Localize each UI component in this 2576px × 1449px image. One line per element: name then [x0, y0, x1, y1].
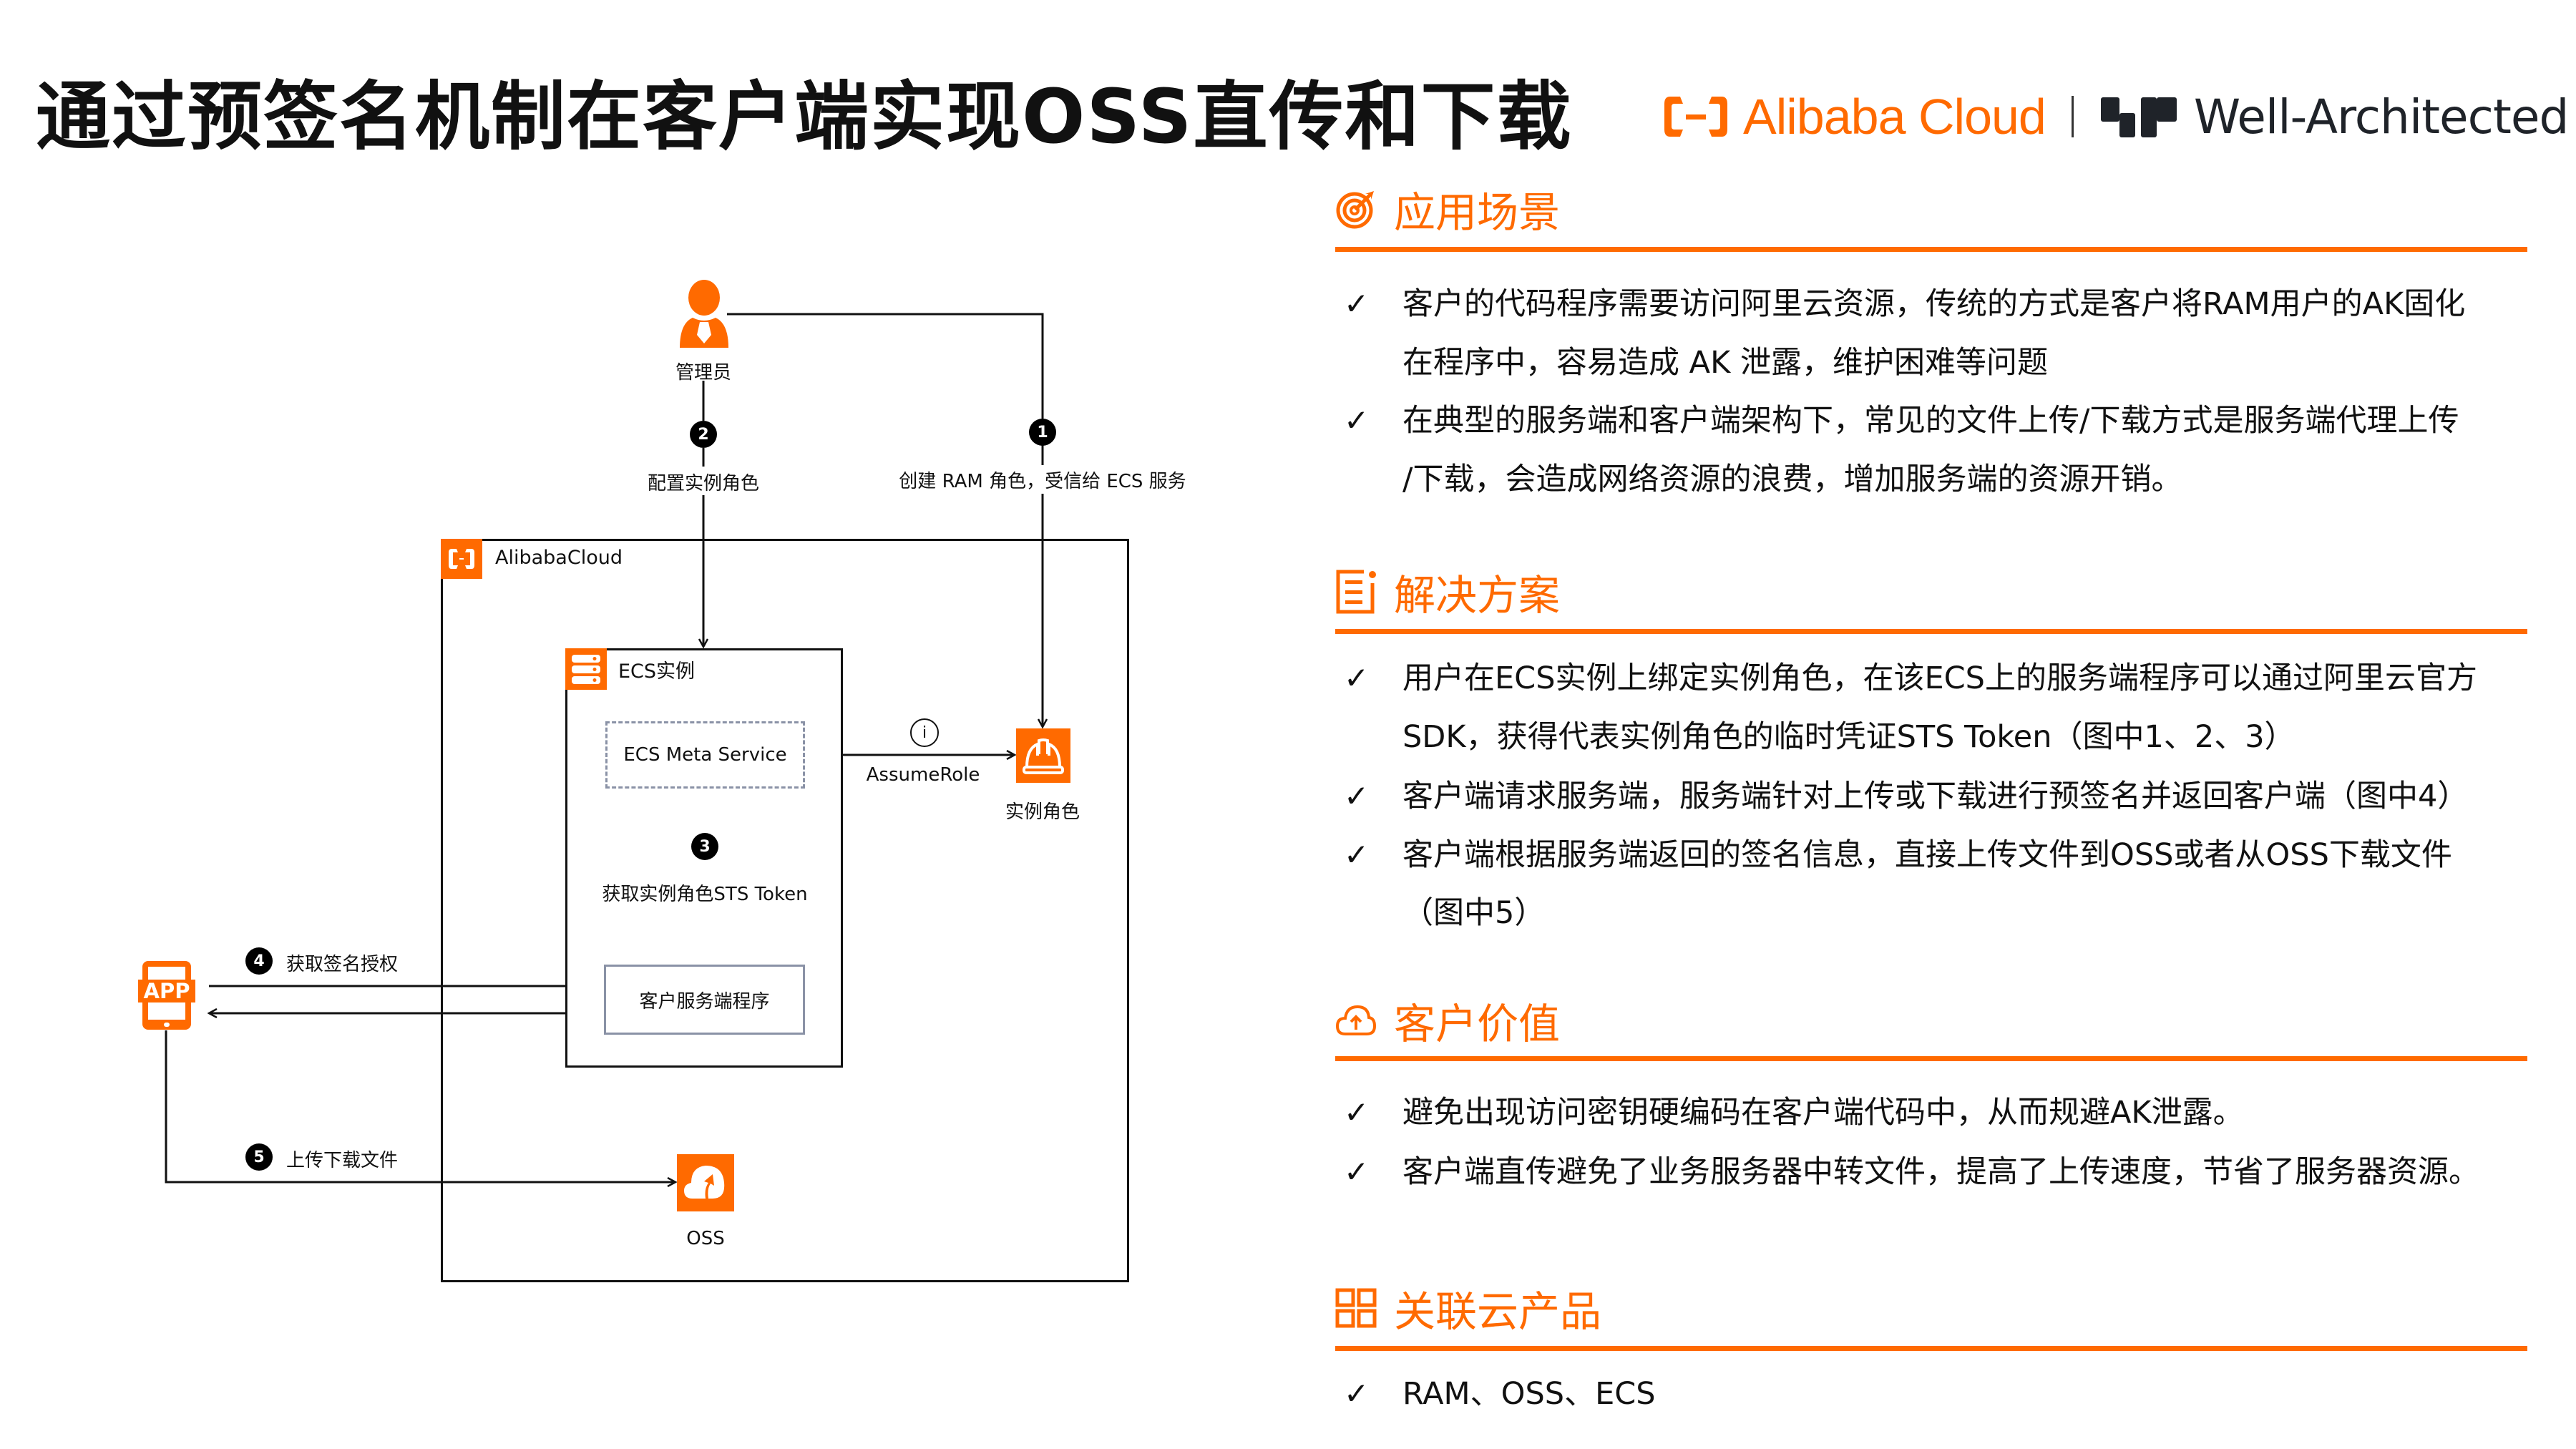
checkmark-icon: ✓ [1344, 403, 1370, 438]
document-icon [1336, 570, 1376, 614]
ecs-meta-service-box: ECS Meta Service [605, 721, 805, 789]
list-item: ✓避免出现访问密钥硬编码在客户端代码中，从而规避AK泄露。 [1344, 1083, 2244, 1142]
ecs-server-icon [565, 648, 607, 690]
section-divider [1335, 247, 2527, 252]
well-architected-logo-icon [2100, 97, 2177, 137]
checkmark-icon: ✓ [1344, 1376, 1370, 1411]
customer-server-app-box: 客户服务端程序 [604, 965, 805, 1035]
checkmark-icon: ✓ [1344, 1095, 1370, 1130]
oss-label: OSS [686, 1228, 725, 1249]
checkmark-icon: ✓ [1344, 286, 1370, 321]
mobile-app-icon: APP [138, 961, 195, 1030]
section-title: 关联云产品 [1394, 1287, 1602, 1336]
list-item: ✓RAM、OSS、ECS [1344, 1365, 1656, 1423]
page-title: 通过预签名机制在客户端实现OSS直传和下载 [36, 73, 1573, 160]
step-badge-4: 4 [245, 947, 273, 975]
ecs-group-label: ECS实例 [618, 660, 696, 683]
step3-label: 获取实例角色STS Token [602, 884, 808, 905]
cloud-upload-icon [1335, 1005, 1377, 1035]
oss-storage-icon [677, 1154, 734, 1211]
list-item-continuation: 在程序中，容易造成 AK 泄露，维护困难等问题 [1402, 345, 2048, 381]
section-heading-value: 客户价值 [1335, 990, 1560, 1050]
list-item: ✓客户端请求服务端，服务端针对上传或下载进行预签名并返回客户端（图中4） [1344, 767, 2468, 826]
instance-role-helmet-icon [1016, 728, 1070, 783]
section-title: 客户价值 [1394, 1000, 1561, 1048]
alibaba-cloud-group-label: AlibabaCloud [495, 547, 623, 569]
step1-label: 创建 RAM 角色，受信给 ECS 服务 [899, 471, 1186, 492]
list-item: ✓在典型的服务端和客户端架构下，常见的文件上传/下载方式是服务端代理上传 [1344, 391, 2459, 450]
checkmark-icon: ✓ [1344, 1154, 1370, 1189]
target-icon [1336, 191, 1374, 229]
section-divider [1335, 1056, 2527, 1061]
list-item: ✓客户的代码程序需要访问阿里云资源，传统的方式是客户将RAM用户的AK固化 [1344, 275, 2465, 333]
list-item: ✓用户在ECS实例上绑定实例角色，在该ECS上的服务端程序可以通过阿里云官方 [1344, 649, 2477, 708]
checkmark-icon: ✓ [1344, 660, 1370, 696]
alibaba-cloud-logo-icon [1664, 97, 1727, 137]
section-heading-solution: 解决方案 [1335, 562, 1560, 622]
list-item: ✓客户端直传避免了业务服务器中转文件，提高了上传速度，节省了服务器资源。 [1344, 1143, 2479, 1201]
assume-role-label: AssumeRole [866, 764, 980, 786]
section-divider [1335, 1346, 2527, 1351]
list-item-continuation: /下载，会造成网络资源的浪费，增加服务端的资源开销。 [1402, 462, 2182, 497]
brand-logo: Alibaba Cloud Well-Architected [1662, 84, 2569, 149]
step-badge-3: 3 [691, 833, 718, 860]
list-item: ✓客户端根据服务端返回的签名信息，直接上传文件到OSS或者从OSS下载文件 [1344, 826, 2452, 884]
alibaba-cloud-group-icon [441, 539, 482, 579]
grid-icon [1335, 1288, 1377, 1328]
meta-service-label: ECS Meta Service [623, 744, 787, 766]
connector-step1 [727, 313, 1044, 419]
instance-role-label: 实例角色 [1005, 801, 1080, 823]
list-item-continuation: SDK，获得代表实例角色的临时凭证STS Token（图中1、2、3） [1402, 719, 2296, 755]
alibaba-cloud-group [441, 539, 1129, 1282]
brand-divider [2071, 96, 2074, 137]
admin-user-icon [680, 280, 728, 348]
section-divider [1335, 629, 2527, 634]
list-item-continuation: （图中5） [1402, 895, 1546, 931]
step5-label: 上传下载文件 [286, 1150, 399, 1171]
admin-label: 管理员 [675, 362, 732, 384]
step-badge-2: 2 [690, 421, 717, 448]
server-app-label: 客户服务端程序 [639, 990, 770, 1013]
step-badge-1: 1 [1029, 419, 1056, 446]
section-title: 解决方案 [1394, 571, 1561, 620]
step-badge-5: 5 [245, 1143, 273, 1171]
well-architected-wordmark: Well-Architected [2193, 89, 2569, 145]
connector-step5 [165, 1030, 675, 1182]
checkmark-icon: ✓ [1344, 837, 1370, 872]
section-title: 应用场景 [1394, 188, 1561, 237]
alibaba-cloud-wordmark: Alibaba Cloud [1743, 89, 2046, 145]
section-heading-products: 关联云产品 [1335, 1278, 1601, 1338]
step4-label: 获取签名授权 [286, 954, 399, 975]
section-heading-scenarios: 应用场景 [1335, 179, 1560, 239]
info-icon: i [910, 718, 939, 747]
checkmark-icon: ✓ [1344, 779, 1370, 814]
step2-label: 配置实例角色 [647, 473, 760, 494]
